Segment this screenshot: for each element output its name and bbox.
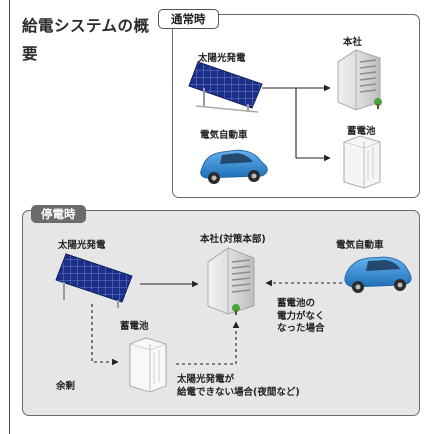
normal-hq-label: 本社 (343, 37, 363, 48)
left-margin-rule (9, 0, 10, 434)
normal-flow-arrows (262, 84, 331, 162)
outage-surplus-label: 余剰 (56, 381, 76, 392)
normal-electric-car-icon (200, 149, 268, 184)
normal-battery-label: 蓄電池 (347, 126, 376, 137)
outage-solar-label: 太陽光発電 (58, 240, 106, 251)
power-outage-tag: 停電時 (31, 205, 86, 223)
normal-storage-battery-icon (343, 135, 381, 189)
outage-hq-building-icon (207, 247, 255, 315)
battery-condition-note-line: 給電できない場合(夜間など) (177, 386, 300, 398)
outage-solar-panel-icon (55, 253, 133, 308)
outage-storage-battery-icon (129, 337, 167, 393)
normal-solar-panel-icon (188, 61, 263, 113)
outage-electric-car-icon (344, 256, 412, 293)
battery-condition-note: 太陽光発電が 給電できない場合(夜間など) (177, 374, 300, 399)
ev-condition-note-line: なった場合 (277, 323, 325, 334)
battery-condition-note-line: 太陽光発電が (177, 374, 235, 385)
outage-hq-label: 本社(対策本部) (200, 234, 266, 245)
outage-ev-label: 電気自動車 (336, 240, 384, 251)
normal-solar-label: 太陽光発電 (198, 53, 246, 64)
page-title: 給電システムの概要 (22, 17, 150, 63)
ev-condition-note-line: 蓄電池の (277, 298, 316, 309)
outage-flow-arrows (91, 279, 342, 366)
outage-battery-label: 蓄電池 (120, 321, 149, 332)
ev-condition-note: 蓄電池の 電力がなく なった場合 (277, 298, 325, 336)
normal-hq-building-icon (337, 49, 382, 111)
ev-condition-note-line: 電力がなく (277, 310, 325, 322)
power-outage-panel (22, 210, 420, 416)
normal-ev-label: 電気自動車 (200, 130, 248, 141)
normal-operation-tag: 通常時 (158, 9, 219, 29)
